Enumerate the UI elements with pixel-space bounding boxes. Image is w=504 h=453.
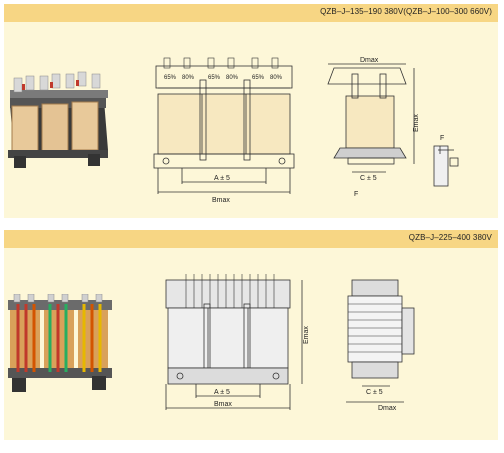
product-panel-1: QZB–J–135–190 380V(QZB–J–100–300 660V) — [4, 4, 498, 218]
dimension-c-label: C ± 5 — [366, 389, 383, 396]
dimension-a-label: A ± 5 — [214, 175, 230, 182]
transformer-photo — [8, 294, 112, 392]
transformer-photo — [8, 71, 108, 168]
front-view-drawing: A ± 5 Bmax Emax — [165, 274, 310, 410]
tap-label: 65% — [164, 75, 177, 81]
dimension-d-label: Dmax — [360, 57, 379, 64]
panel-header-band: QZB–J–225–400 380V — [4, 230, 498, 248]
dimension-b-label: Bmax — [214, 401, 232, 408]
dimension-c-label: C ± 5 — [360, 175, 377, 182]
f-detail-label: F — [440, 135, 444, 142]
tap-label: 80% — [182, 75, 195, 81]
dimension-e-label: Emax — [413, 114, 420, 132]
dimension-e-label: Emax — [303, 326, 310, 344]
side-view-drawing: Dmax C ± 5 F Emax — [327, 57, 420, 198]
model-title: QZB–J–225–400 380V — [408, 233, 492, 242]
dimension-d-label: Dmax — [378, 405, 397, 412]
model-title: QZB–J–135–190 380V(QZB–J–100–300 660V) — [320, 7, 492, 16]
dimension-b-label: Bmax — [212, 197, 230, 204]
tap-label: 65% — [252, 75, 265, 81]
tap-label: 80% — [270, 75, 283, 81]
front-view-drawing: 65% 80% 65% 80% 65% 80% A ± 5 Bmax — [153, 57, 295, 204]
product-panel-2: QZB–J–225–400 380V — [4, 230, 498, 440]
f-detail-drawing: F — [433, 135, 459, 187]
side-view-drawing: C ± 5 Dmax — [346, 279, 415, 412]
f-label: F — [354, 191, 358, 198]
tap-label: 65% — [208, 75, 221, 81]
panel-header-band: QZB–J–135–190 380V(QZB–J–100–300 660V) — [4, 4, 498, 22]
dimension-a-label: A ± 5 — [214, 389, 230, 396]
tap-label: 80% — [226, 75, 239, 81]
